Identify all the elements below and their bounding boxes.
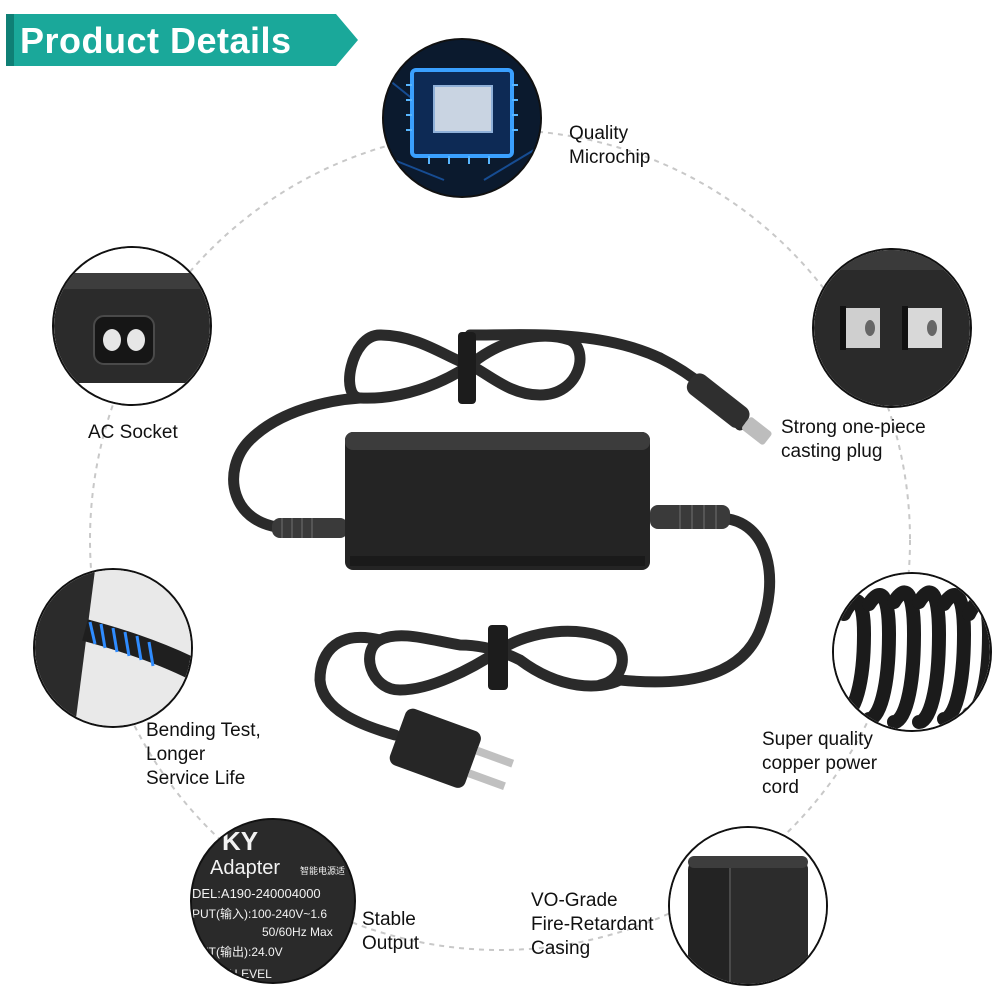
- label-adapter-small-text: 智能电源适: [300, 865, 345, 876]
- label-brand-text: KY: [222, 826, 258, 856]
- bending-test-label: Bending Test, Longer Service Life: [146, 720, 261, 789]
- ac-socket-closeup: [52, 246, 212, 406]
- microchip-closeup: [382, 38, 542, 198]
- casting-plug-closeup: [812, 248, 972, 408]
- banner-title: Product Details: [20, 20, 292, 61]
- ac-socket-label: AC Socket: [88, 422, 178, 443]
- adapter-label-closeup: KY Adapter 智能电源适 DEL:A190-240004000 PUT(…: [190, 818, 356, 984]
- label-freq-text: 50/60Hz Max: [262, 925, 333, 939]
- bending-test-closeup: [33, 568, 193, 728]
- product-details-banner: [6, 14, 358, 66]
- casting-plug-label: Strong one-piece casting plug: [781, 417, 926, 462]
- microchip-label: Quality Microchip: [569, 123, 651, 168]
- label-model-text: DEL:A190-240004000: [192, 886, 321, 901]
- label-output-text: PUT(输出):24.0V: [192, 944, 283, 959]
- casing-label: VO-Grade Fire-Retardant Casing: [531, 890, 654, 959]
- stable-output-label: Stable Output: [362, 909, 420, 954]
- label-adapter-text: Adapter: [210, 857, 280, 879]
- copper-cord-label: Super quality copper power cord: [762, 729, 878, 798]
- copper-cord-closeup: [832, 572, 992, 732]
- label-input-text: PUT(输入):100-240V~1.6: [192, 906, 327, 921]
- casing-closeup: [668, 826, 828, 986]
